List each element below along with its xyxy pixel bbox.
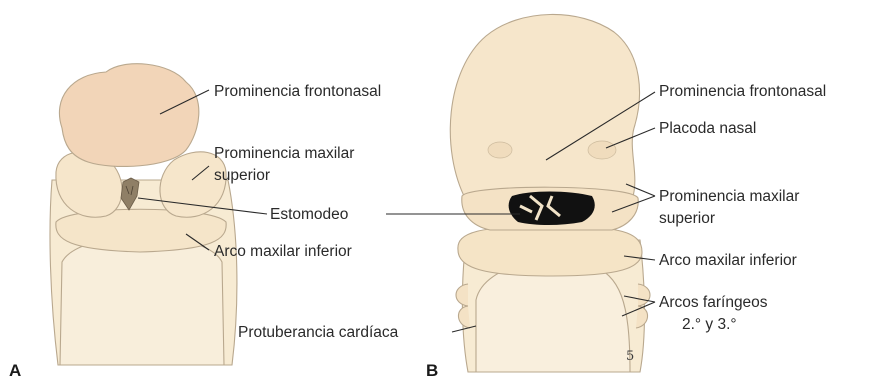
embryo-a-cardiac-bulge: [60, 237, 224, 366]
label-b-cardiaca: Protuberancia cardíaca: [238, 324, 399, 341]
label-b-maxilar-line2: superior: [659, 210, 715, 227]
artist-signature: 5: [626, 349, 634, 364]
panel-a-letter: A: [9, 361, 21, 380]
panel-a-drawing: [50, 64, 237, 365]
label-a-arco-inferior: Arco maxilar inferior: [214, 243, 352, 260]
label-b-placoda: Placoda nasal: [659, 120, 756, 137]
label-b-arco-inferior: Arco maxilar inferior: [659, 252, 797, 269]
label-b-maxilar-line1: Prominencia maxilar: [659, 188, 799, 205]
label-b-arcos-line2: 2.° y 3.°: [682, 316, 737, 333]
label-a-frontonasal: Prominencia frontonasal: [214, 83, 381, 100]
embryo-b-mandibular-arch: [458, 226, 642, 276]
panel-b-drawing: [450, 14, 650, 372]
label-b-frontonasal: Prominencia frontonasal: [659, 83, 826, 100]
label-b-arcos-line1: Arcos faríngeos: [659, 294, 768, 311]
embryo-b-frontonasal: [450, 14, 639, 211]
label-a-maxilar-line2: superior: [214, 167, 270, 184]
embryo-a-frontonasal: [59, 64, 198, 167]
panel-b-letter: B: [426, 361, 438, 380]
label-a-estomodeo: Estomodeo: [270, 206, 348, 223]
label-a-maxilar-line1: Prominencia maxilar: [214, 145, 354, 162]
